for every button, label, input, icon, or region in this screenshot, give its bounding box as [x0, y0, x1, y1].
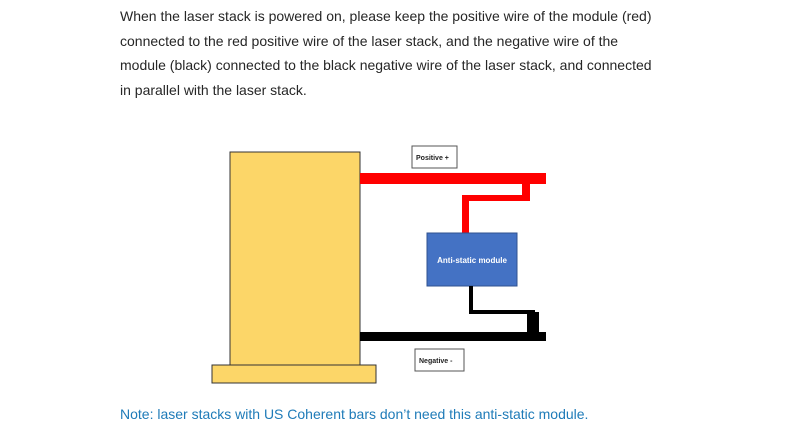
coherent-note: Note: laser stacks with US Coherent bars… [120, 406, 589, 422]
paragraph-line: connected to the red positive wire of th… [120, 32, 619, 49]
positive-wire-branch [462, 195, 530, 201]
negative-label-box [414, 348, 465, 372]
paragraph-line: When the laser stack is powered on, plea… [120, 8, 652, 24]
laser-stack-body [229, 151, 361, 366]
positive-label-box [411, 145, 458, 169]
positive-wire-terminal [522, 173, 530, 199]
positive-wire-main [360, 173, 546, 184]
negative-label: Negative - [419, 358, 453, 365]
positive-wire-drop [462, 195, 469, 233]
laser-stack-base [211, 364, 377, 384]
paragraph-line: module (black) connected to the black ne… [120, 57, 652, 73]
positive-label: Positive + [416, 155, 449, 162]
instruction-paragraph: When the laser stack is powered on, plea… [120, 4, 690, 102]
paragraph-line: in parallel with the laser stack. [120, 81, 307, 98]
negative-wire-drop [469, 286, 473, 313]
module-label: Anti-static module [437, 256, 507, 265]
negative-wire-branch [469, 310, 535, 314]
negative-wire-terminal [527, 312, 539, 335]
negative-wire-main [360, 332, 546, 341]
